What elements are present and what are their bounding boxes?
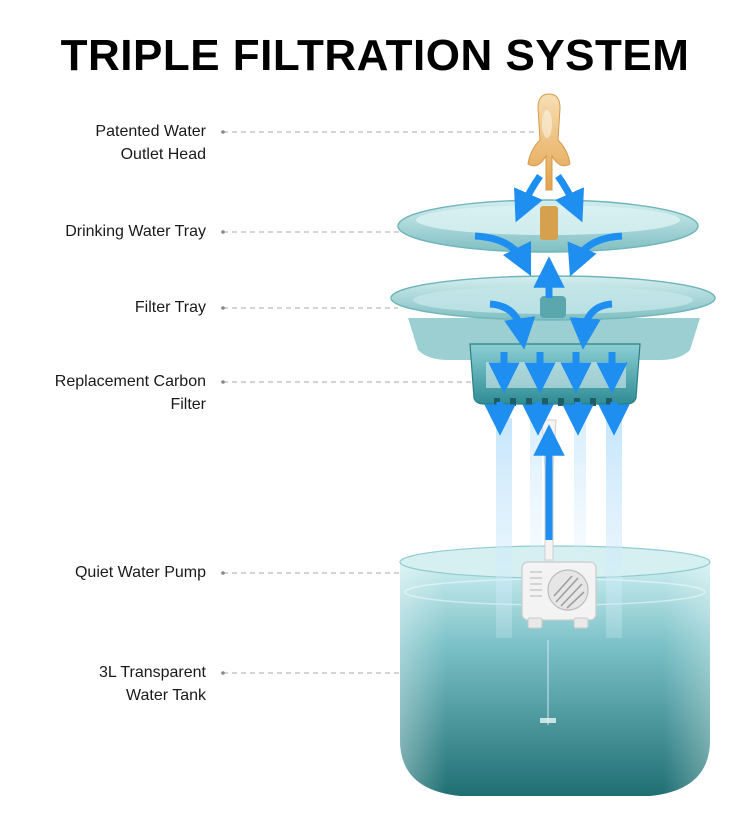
tank-mark	[540, 718, 556, 723]
water-pump	[521, 561, 597, 629]
label-line: Quiet Water Pump	[74, 564, 206, 581]
flow-arrow-icon	[514, 173, 543, 223]
leader-dot	[221, 571, 225, 575]
label-carbon-filter: Replacement Carbon Filter	[55, 370, 206, 416]
flow-arrows	[474, 173, 630, 540]
stream	[496, 418, 512, 638]
drinking-water-tray	[397, 199, 699, 253]
water-tank	[399, 545, 711, 796]
flow-arrow-icon	[489, 300, 536, 350]
filter-tray-spout	[540, 296, 566, 318]
pump-foot	[527, 617, 543, 629]
label-outlet-head: Patented Water Outlet Head	[95, 120, 206, 166]
label-line: 3L Transparent	[98, 664, 206, 681]
flow-arrow-icon	[555, 173, 584, 223]
label-line: Water Tank	[125, 687, 206, 704]
label-water-tank: 3L Transparent Water Tank	[99, 661, 206, 707]
leader-dot	[221, 306, 225, 310]
label-line: Patented Water	[95, 123, 206, 140]
stream	[606, 418, 622, 638]
label-line: Filter Tray	[134, 299, 206, 316]
outlet-head-shape	[527, 93, 571, 191]
label-line: Drinking Water Tray	[65, 223, 206, 240]
leader-dot	[221, 130, 225, 134]
flow-arrow-icon	[569, 300, 613, 350]
pump-grille-slats	[553, 575, 585, 609]
label-line: Filter	[170, 396, 206, 413]
flow-arrow-icon	[474, 232, 532, 277]
label-filter-tray: Filter Tray	[135, 296, 206, 319]
stream	[574, 418, 586, 568]
label-line: Replacement Carbon	[54, 373, 206, 390]
tank-highlight	[400, 562, 710, 796]
page-title: TRIPLE FILTRATION SYSTEM	[60, 31, 690, 80]
leader-dot	[221, 671, 225, 675]
leader-dots	[221, 130, 225, 675]
stream	[530, 418, 542, 568]
outlet-head-highlight	[542, 110, 552, 138]
flow-arrow-icon	[567, 232, 623, 277]
drinking-tray-stem	[540, 206, 558, 240]
pump-vent	[530, 571, 542, 597]
label-drinking-tray: Drinking Water Tray	[65, 220, 206, 243]
leader-dot	[221, 380, 225, 384]
outlet-head	[527, 93, 571, 191]
pump-foot	[573, 617, 589, 629]
label-line: Outlet Head	[120, 146, 206, 163]
label-water-pump: Quiet Water Pump	[75, 561, 206, 584]
leader-dot	[221, 230, 225, 234]
